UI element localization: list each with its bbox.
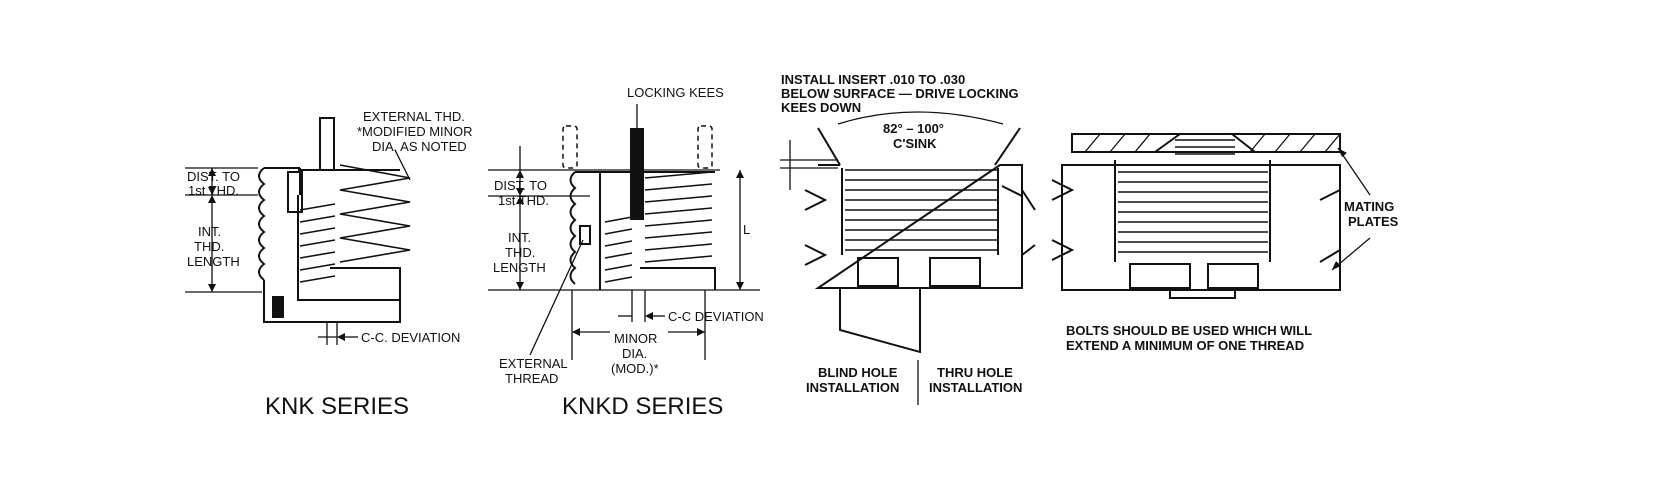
installation-drawing [780,111,1036,405]
install-note-line1: INSTALL INSERT .010 TO .030 [781,72,965,87]
knkd-external-thread-line1: EXTERNAL [499,356,568,371]
knkd-minor-dia-line1: MINOR [614,331,657,346]
knk-external-thd-line2: *MODIFIED MINOR [357,124,473,139]
knkd-int-thd-line2: THD. [505,245,535,260]
install-note-line3: KEES DOWN [781,100,861,115]
bolts-note-line2: EXTEND A MINIMUM OF ONE THREAD [1066,338,1304,353]
knkd-length-symbol: L [743,222,750,237]
csink-label: C'SINK [893,136,937,151]
knk-labels: EXTERNAL THD. *MODIFIED MINOR DIA. AS NO… [187,109,473,420]
mating-plates-line1: MATING [1344,199,1394,214]
csink-angle: 82° – 100° [883,121,944,136]
mating-plates-line2: PLATES [1348,214,1399,229]
mating-plates-drawing [1051,133,1371,299]
knkd-locking-kees: LOCKING KEES [627,85,724,100]
thru-hole-line2: INSTALLATION [929,380,1022,395]
knkd-minor-dia-line2: DIA. [622,346,647,361]
knkd-int-thd-line1: INT. [508,230,531,245]
knk-series-drawing [185,117,411,345]
knkd-minor-dia-line3: (MOD.)* [611,361,659,376]
knk-int-thd-line3: LENGTH [187,254,240,269]
bolts-note-line1: BOLTS SHOULD BE USED WHICH WILL [1066,323,1312,338]
knkd-external-thread-line2: THREAD [505,371,558,386]
knkd-dist-to-thd-line2: 1st THD. [498,193,549,208]
knk-int-thd-line1: INT. [198,224,221,239]
knkd-series-title: KNKD SERIES [562,393,723,420]
knk-cc-deviation: C-C. DEVIATION [361,330,460,345]
knk-external-thd-line3: DIA. AS NOTED [372,139,467,154]
install-note-line2: BELOW SURFACE — DRIVE LOCKING [781,86,1019,101]
knk-dist-to-thd-line1: DIST. TO [187,169,240,184]
blind-hole-line2: INSTALLATION [806,380,899,395]
knkd-cc-deviation: C-C DEVIATION [668,309,764,324]
knkd-series-drawing [488,104,760,360]
knk-int-thd-line2: THD. [194,239,224,254]
knkd-labels: LOCKING KEES DIST. TO 1st THD. INT. THD.… [493,85,764,420]
knk-series-title: KNK SERIES [265,393,409,420]
knkd-dist-to-thd-line1: DIST. TO [494,178,547,193]
knk-external-thd-line1: EXTERNAL THD. [363,109,465,124]
blind-hole-line1: BLIND HOLE [818,365,898,380]
mating-labels: MATING PLATES BOLTS SHOULD BE USED WHICH… [1066,199,1399,353]
installation-labels: INSTALL INSERT .010 TO .030 BELOW SURFAC… [781,72,1022,395]
knk-dist-to-thd-line2: 1st THD. [188,183,239,198]
thru-hole-line1: THRU HOLE [937,365,1013,380]
knkd-int-thd-line3: LENGTH [493,260,546,275]
